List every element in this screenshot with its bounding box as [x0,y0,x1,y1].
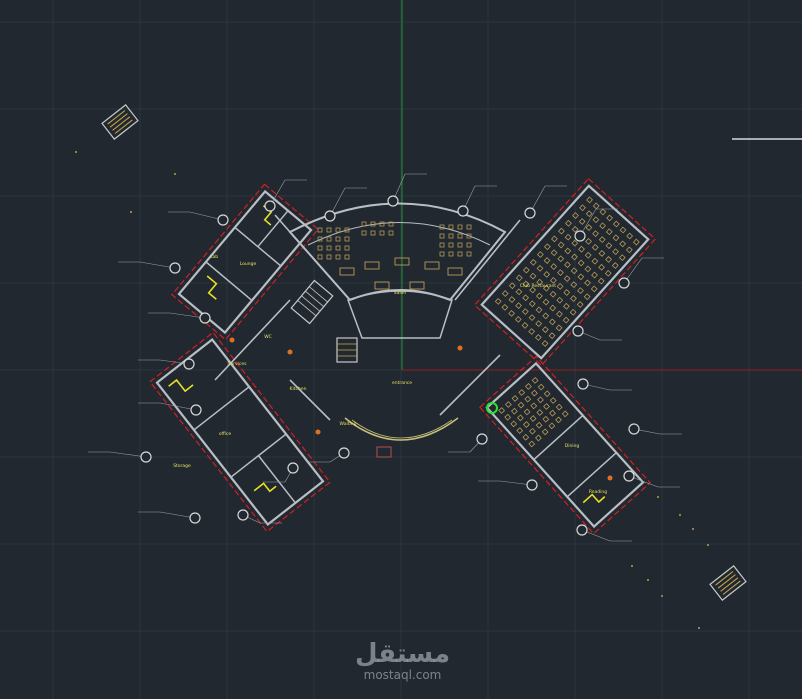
room-label-wc: WC [264,334,272,340]
wing-lower-right-boundary [479,355,651,535]
room-label-kitchen: Kitchen [290,386,307,392]
room-label-dining: Dining [565,443,580,449]
entrance-mat [376,446,392,458]
room-label-auditorium: Salon [394,290,407,296]
auditorium-outline [288,202,507,302]
entrance-arc [344,417,459,441]
watermark-latin: mostaql.com [363,668,442,682]
room-label-lab: Lab [210,254,218,260]
highlight-marks [229,337,613,481]
room-label-office: office [219,431,232,437]
wing-lower-left-boundary [149,331,331,533]
restaurant-seating [494,196,640,347]
stair-block-top-left [101,104,139,140]
core-stair-2 [336,337,358,363]
connecting-walls [214,214,521,421]
wing-upper-right [473,177,657,367]
wing-upper-right-boundary [473,177,657,367]
stair-block-bottom-right [709,565,747,601]
wing-lower-right-walls [485,361,645,529]
room-label-reading: Reading [589,489,607,495]
room-label-storage: Storage [173,463,191,469]
entrance-inner-arc [351,419,453,439]
room-label-hall-right: Club Restaurant [520,283,556,289]
watermark: مستقل mostaql.com [350,640,455,682]
stage-outline [347,290,453,339]
wing-lower-right [479,355,651,535]
scattered-dots [75,151,709,629]
auditorium-inner-arc [307,222,491,246]
room-label-entrance: entrance [392,380,412,386]
wing-upper-right-walls [480,184,650,360]
watermark-arabic: مستقل [354,639,451,669]
room-label-waiting: Waiting [340,421,357,427]
auditorium-seating [317,221,472,290]
core-stair [290,279,334,325]
room-label-lounge: Lounge [240,261,257,267]
wing-lower-left-walls [155,337,325,527]
dining-seating [498,377,569,448]
callout-markers [88,173,682,542]
room-label-services: Services [228,361,248,367]
